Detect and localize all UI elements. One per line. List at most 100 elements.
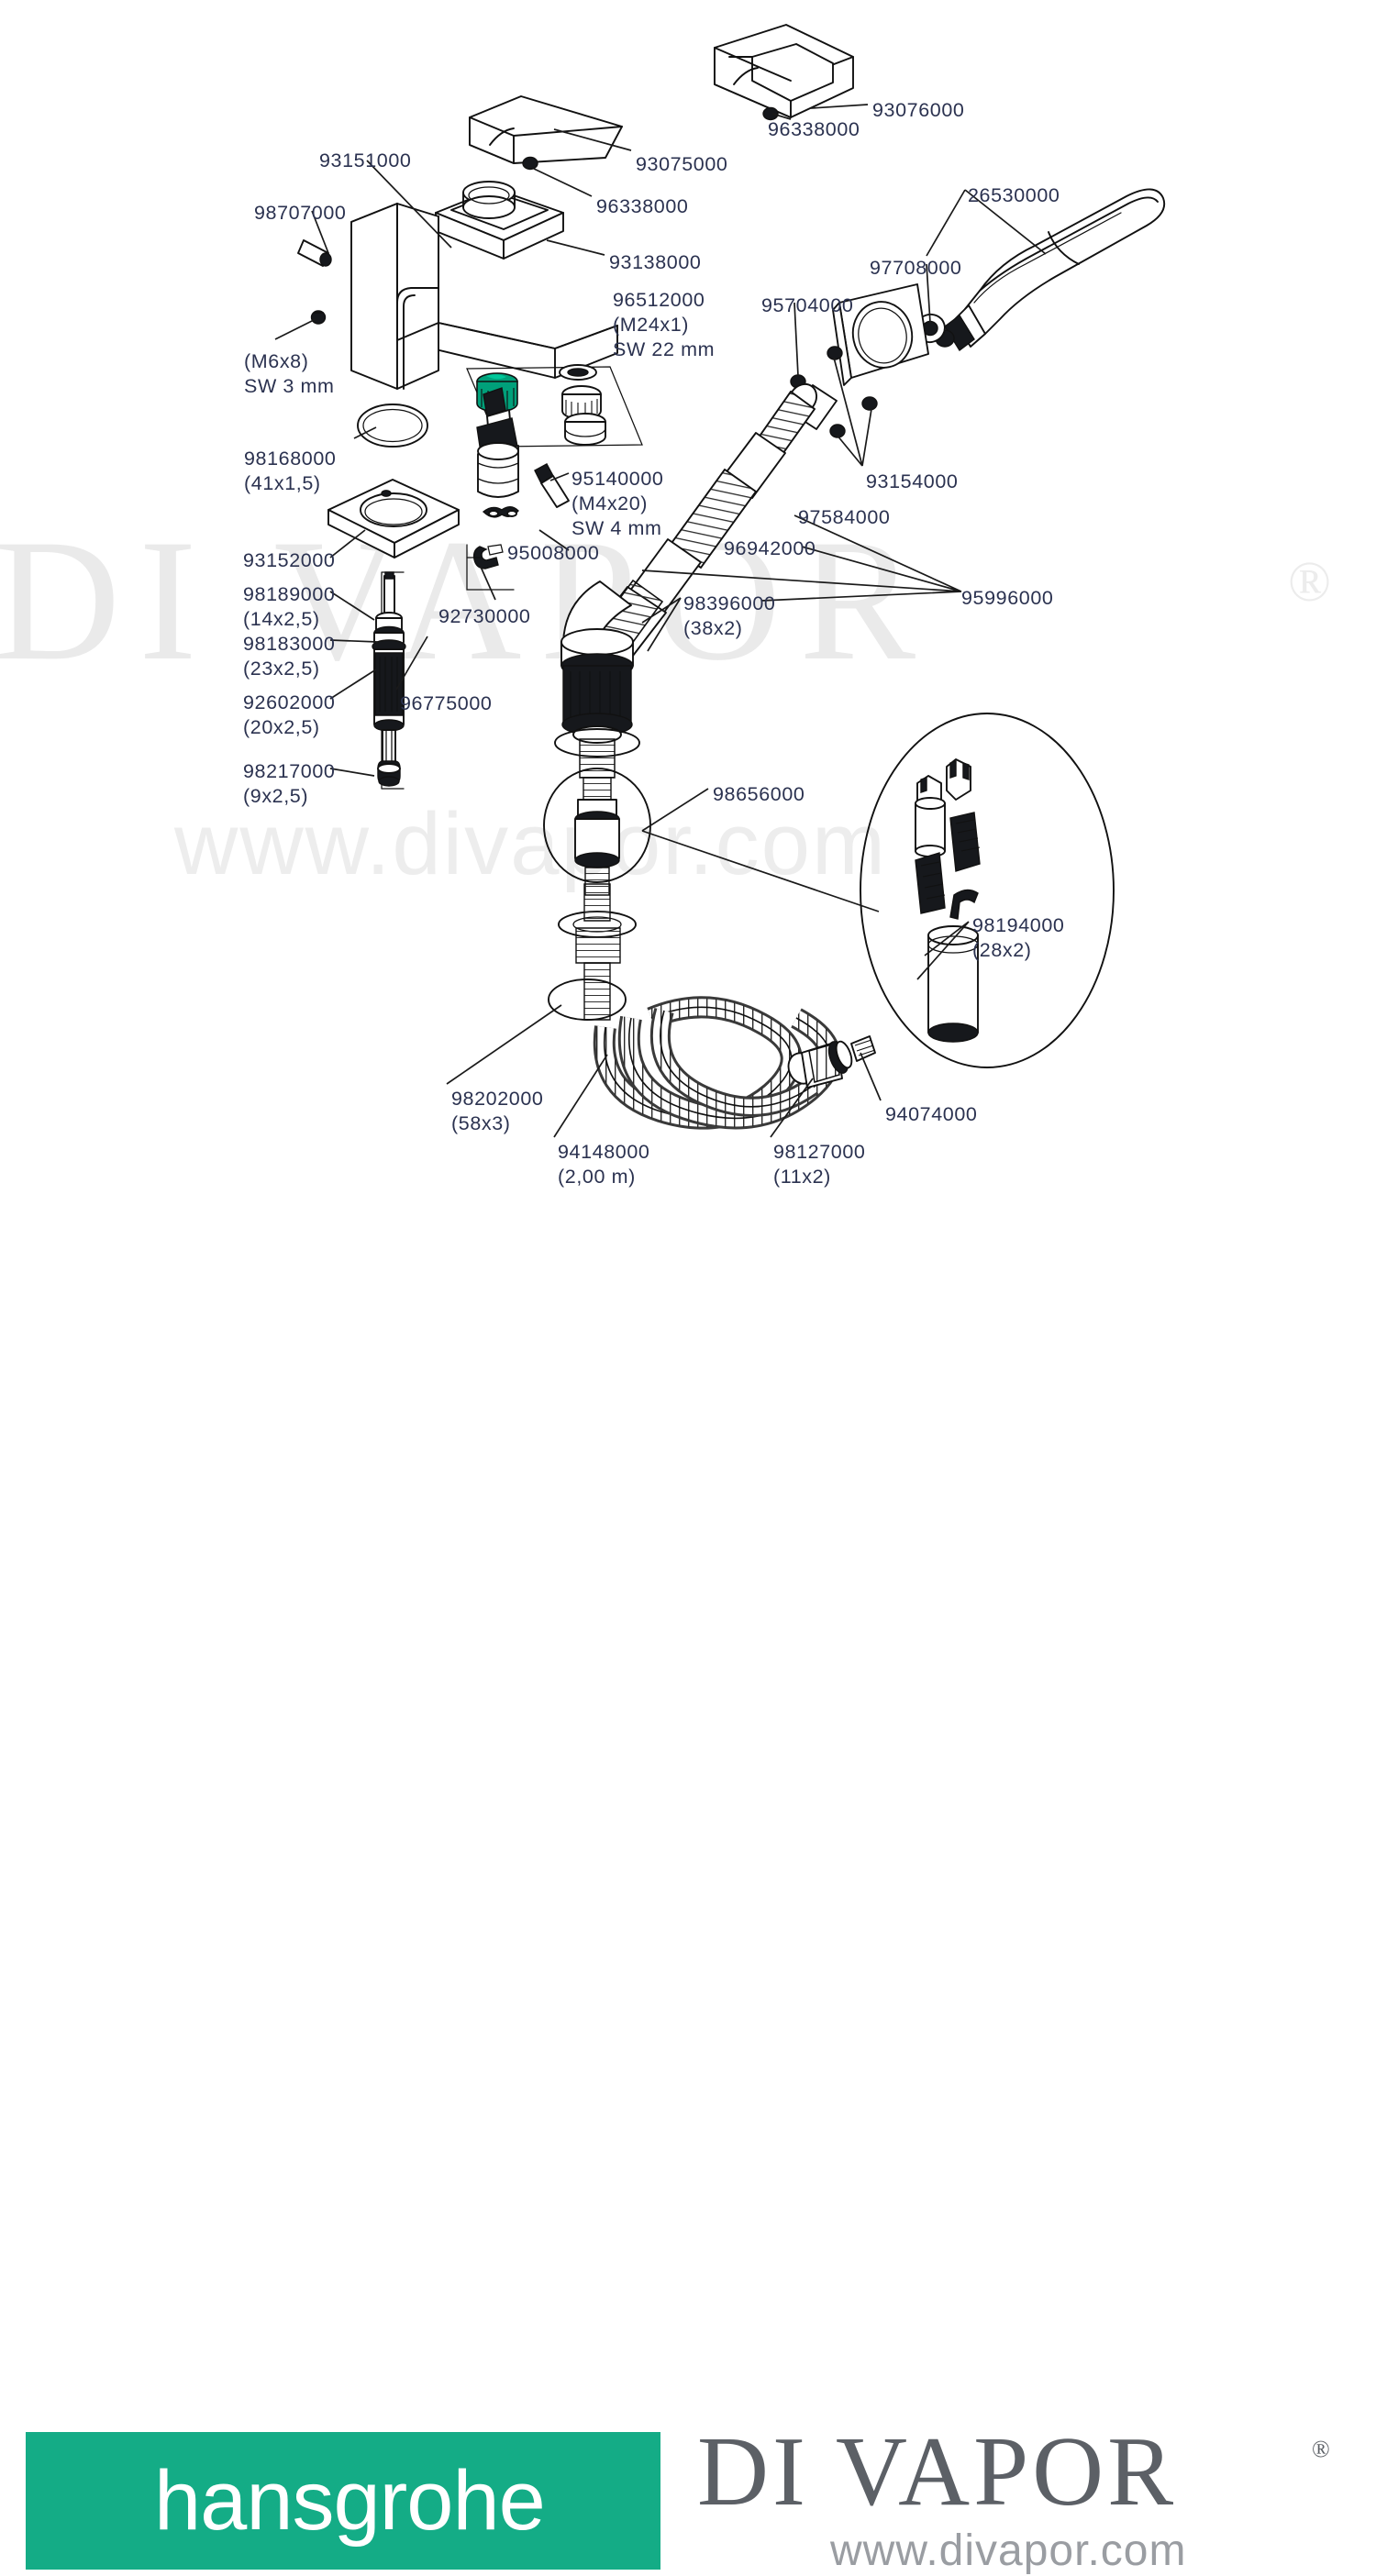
part-spec: (20x2,5) xyxy=(243,716,320,738)
part-96775000-cartridge-assembly xyxy=(372,571,406,790)
part-95140000-screw-m4x20 xyxy=(534,463,570,508)
part-spec-2: SW 4 mm xyxy=(571,517,662,539)
part-95008000-seals xyxy=(482,506,519,518)
part-spec: (38x2) xyxy=(683,617,743,639)
part-label-98194000: 98194000 (28x2) xyxy=(972,913,1064,963)
part-label-92602000: 92602000 (20x2,5) xyxy=(243,691,335,740)
part-number: 98202000 xyxy=(451,1088,544,1110)
part-98396000-spout-body xyxy=(554,580,640,779)
part-spec: (9x2,5) xyxy=(243,785,309,807)
part-number: 98194000 xyxy=(972,914,1065,936)
part-label-98217000: 98217000 (9x2,5) xyxy=(243,759,335,809)
part-number: 94074000 xyxy=(885,1103,978,1125)
part-label-97708000: 97708000 xyxy=(870,256,961,281)
part-number: 96942000 xyxy=(724,537,816,559)
part-number: 98396000 xyxy=(683,592,776,614)
part-label-93154000: 93154000 xyxy=(866,470,958,494)
part-label-94074000: 94074000 xyxy=(885,1102,977,1127)
part-98168000-o-ring xyxy=(357,404,428,448)
part-number: 95140000 xyxy=(571,468,664,490)
part-label-M6x8: (M6x8)SW 3 mm xyxy=(244,349,335,399)
part-number: 98707000 xyxy=(254,202,347,224)
part-number: 98189000 xyxy=(243,583,336,605)
part-26530000-hand-shower xyxy=(935,188,1166,352)
part-label-93076000: 93076000 xyxy=(872,98,964,123)
part-spec: (58x3) xyxy=(451,1112,511,1134)
part-label-93075000: 93075000 xyxy=(636,152,727,177)
part-spec-2: SW 22 mm xyxy=(613,338,716,360)
diagram-artwork: .s{fill:none;stroke:#111;stroke-width:1.… xyxy=(274,24,1166,1138)
part-spec: (41x1,5) xyxy=(244,472,321,494)
part-m6x8-screw xyxy=(310,310,327,325)
divapor-url: www.divapor.com xyxy=(830,2526,1187,2575)
part-number: 95704000 xyxy=(761,294,854,316)
part-93152000-base-plate xyxy=(327,479,460,558)
part-number: 98656000 xyxy=(713,783,805,805)
part-number: 93151000 xyxy=(319,149,412,171)
part-number: 97584000 xyxy=(798,506,891,528)
part-number: 98168000 xyxy=(244,448,337,470)
part-number: 93076000 xyxy=(872,99,965,121)
part-label-93151000: 93151000 xyxy=(319,149,411,173)
part-label-95996000: 95996000 xyxy=(961,586,1053,611)
part-spec: (2,00 m) xyxy=(558,1166,636,1188)
part-spec: (11x2) xyxy=(773,1166,831,1188)
part-aerator-sleeve-3 xyxy=(564,413,606,446)
part-number: 26530000 xyxy=(968,184,1060,206)
bracket-92730000 xyxy=(466,544,515,591)
o-ring-98202000 xyxy=(548,978,627,1021)
part-number: 98217000 xyxy=(243,760,336,782)
part-label-94148000: 94148000 (2,00 m) xyxy=(558,1140,649,1189)
detail-oval-98194000 xyxy=(860,713,1115,1068)
part-number: 97708000 xyxy=(870,257,962,279)
part-number: 93075000 xyxy=(636,153,728,175)
part-label-98202000: 98202000(58x3) xyxy=(451,1087,543,1136)
part-label-95704000: 95704000 xyxy=(761,293,853,318)
part-93151000-faucet-body xyxy=(350,203,618,390)
exploded-parts-diagram: DI VAPOR ® www.divapor.com .s{fill:none;… xyxy=(0,24,1376,2575)
part-spec: (23x2,5) xyxy=(243,658,320,680)
part-number: 95996000 xyxy=(961,587,1054,609)
part-number: 93138000 xyxy=(609,251,702,273)
part-label-95008000: 95008000 xyxy=(507,541,599,566)
part-98202000-fixing xyxy=(548,883,637,1021)
part-93076000-lever xyxy=(714,24,854,121)
part-label-96775000: 96775000 xyxy=(400,691,492,716)
part-label-26530000: 26530000 xyxy=(968,183,1060,208)
part-label-96338000: 96338000 xyxy=(768,117,860,142)
part-spec: (28x2) xyxy=(972,939,1032,961)
part-number: 96338000 xyxy=(768,118,860,140)
part-93154000-holder xyxy=(790,283,929,438)
part-93075000-lever xyxy=(469,95,623,171)
part-label-98656000: 98656000 xyxy=(713,782,805,807)
part-aerator-washer-1 xyxy=(559,364,597,381)
part-aerator-sleeve-2 xyxy=(561,385,602,420)
part-spec: (M24x1) xyxy=(613,314,690,336)
part-number: 98127000 xyxy=(773,1141,866,1163)
registered-trademark-icon: ® xyxy=(1312,2436,1330,2462)
part-label-92730000: 92730000 xyxy=(438,604,530,629)
part-number: 94148000 xyxy=(558,1141,650,1163)
part-label-98127000: 98127000 (11x2) xyxy=(773,1140,865,1189)
part-number: 95008000 xyxy=(507,542,600,564)
part-label-96338000: 96338000 xyxy=(596,194,688,219)
part-label-95140000: 95140000(M4x20)SW 4 mm xyxy=(571,467,663,541)
part-number: 92602000 xyxy=(243,691,336,713)
hansgrohe-wordmark: hansgrohe xyxy=(154,2454,546,2548)
part-label-93152000: 93152000 xyxy=(243,548,335,573)
part-label-96942000: 96942000 xyxy=(724,536,816,561)
part-label-93138000: 93138000 xyxy=(609,250,701,275)
part-92730000-clip xyxy=(466,544,504,569)
part-flexible-hose-upper xyxy=(584,382,838,669)
part-95140000-cartridge xyxy=(476,387,519,498)
part-98127000-hose-end xyxy=(787,1040,853,1089)
part-98656000-sleeve xyxy=(543,768,651,896)
footer-bar: hansgrohe DI VAPOR ® www.divapor.com xyxy=(0,1212,1376,2575)
part-label-98183000: 98183000(23x2,5) xyxy=(243,632,335,681)
part-number: 92730000 xyxy=(438,605,531,627)
divapor-wordmark: DI VAPOR xyxy=(697,2417,1178,2526)
part-number: 96775000 xyxy=(400,692,493,714)
part-label-96512000: 96512000(M24x1)SW 22 mm xyxy=(613,288,715,362)
part-number: 93154000 xyxy=(866,470,959,492)
part-label-97584000: 97584000 xyxy=(798,505,890,530)
